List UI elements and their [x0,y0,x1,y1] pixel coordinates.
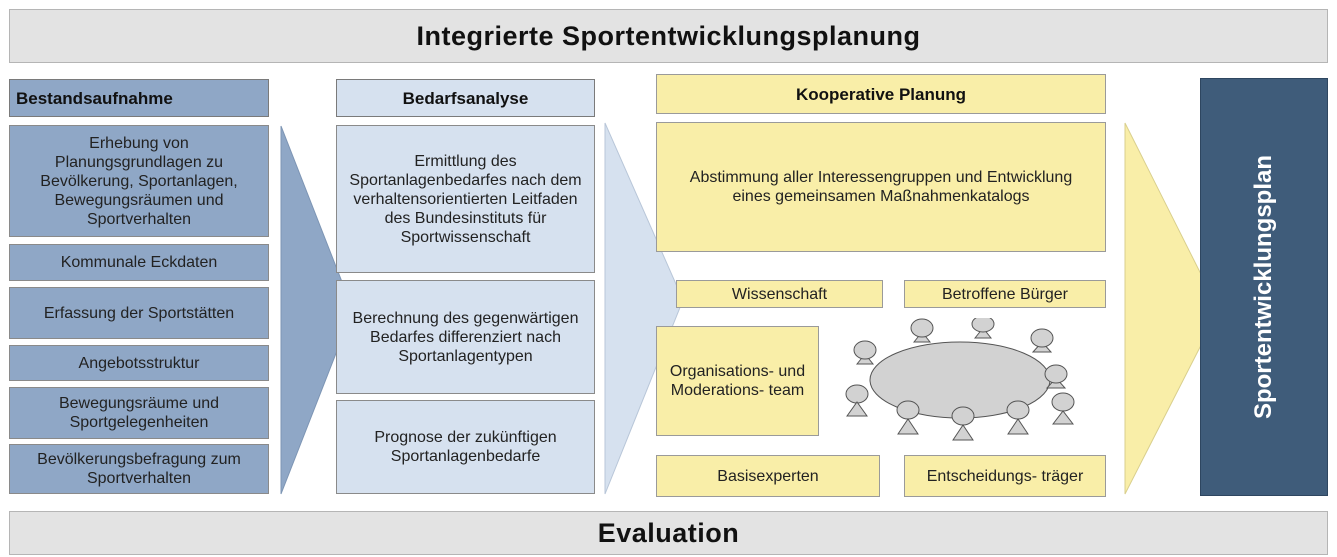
person-icon [896,400,920,435]
person-icon [971,318,995,339]
box-sportstaetten: Erfassung der Sportstätten [9,287,269,339]
arrow-bestandsaufnahme [280,125,354,495]
header-bedarfsanalyse: Bedarfsanalyse [336,79,595,117]
person-icon [845,384,869,417]
box-planungsgrundlagen: Erhebung von Planungsgrundlagen zu Bevöl… [9,125,269,237]
header-bestandsaufnahme: Bestandsaufnahme [9,79,269,117]
box-entscheidungstraeger: Entscheidungs- träger [904,455,1106,497]
result-label: Sportentwicklungsplan [1250,154,1277,420]
box-berechnung: Berechnung des gegenwärtigen Bedarfes di… [336,280,595,394]
person-icon [1051,392,1075,425]
arrow-bedarfsanalyse [604,122,684,495]
round-table-illustration [845,318,1075,441]
person-icon [910,318,934,343]
box-abstimmung: Abstimmung aller Interessengruppen und E… [656,122,1106,252]
header-kooperative-planung: Kooperative Planung [656,74,1106,114]
box-betroffene-buerger: Betroffene Bürger [904,280,1106,308]
person-icon [951,406,975,441]
box-angebotsstruktur: Angebotsstruktur [9,345,269,381]
person-icon [1006,400,1030,435]
box-kommunale-eckdaten: Kommunale Eckdaten [9,244,269,281]
person-icon [1044,364,1068,389]
box-basisexperten: Basisexperten [656,455,880,497]
box-wissenschaft: Wissenschaft [676,280,883,308]
box-organisationsteam: Organisations- und Moderations- team [656,326,819,436]
person-icon [853,340,877,365]
arrow-kooperative-planung [1124,122,1220,495]
box-prognose: Prognose der zukünftigen Sportanlagenbed… [336,400,595,494]
box-sportentwicklungsplan: Sportentwicklungsplan [1200,78,1328,496]
evaluation-banner: Evaluation [9,511,1328,555]
box-sportanlagenbedarf: Ermittlung des Sportanlagenbedarfes nach… [336,125,595,273]
title-banner: Integrierte Sportentwicklungsplanung [9,9,1328,63]
box-bevoelkerungsbefragung: Bevölkerungsbefragung zum Sportverhalten [9,444,269,494]
box-bewegungsraeume: Bewegungsräume und Sportgelegenheiten [9,387,269,439]
person-icon [1030,328,1054,353]
